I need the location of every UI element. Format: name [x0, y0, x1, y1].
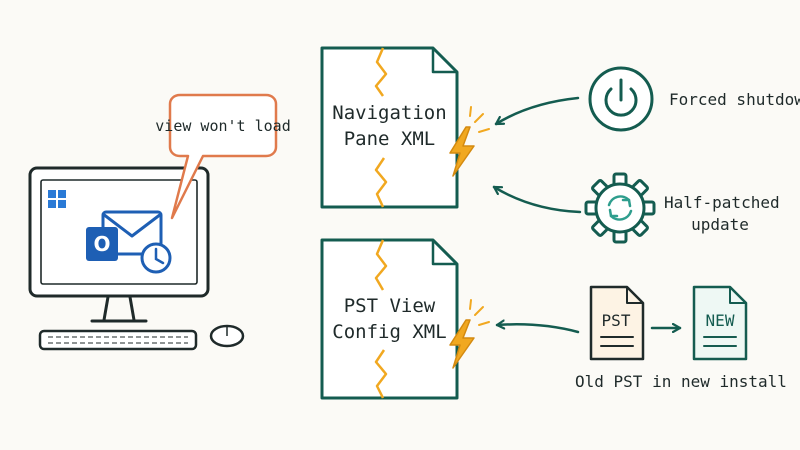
pst-view-crack-bottom — [374, 349, 388, 399]
old-pst-file-icon — [589, 285, 645, 361]
pst-view-xml-file — [320, 238, 459, 400]
computer-illustration: O — [28, 166, 245, 351]
nav-pane-xml-file — [320, 46, 459, 209]
arrow-half-patched-to-nav-pane — [492, 185, 582, 214]
new-install-file-icon — [692, 285, 748, 361]
outlook-app-icon: O — [86, 210, 163, 261]
old-pst-file-label: PST — [602, 311, 631, 330]
speech-bubble-text: view won't load — [155, 117, 290, 135]
pst-view-file-label: PST View Config XML — [322, 293, 457, 345]
monitor-stand — [90, 295, 148, 323]
new-install-file-label: NEW — [706, 311, 735, 330]
pst-view-lightning-icon — [449, 299, 490, 369]
half-patched-label: Half-patched update — [664, 192, 780, 236]
clock-icon — [140, 242, 172, 274]
mouse — [209, 324, 245, 348]
forced-shutdown-label: Forced shutdown — [669, 90, 800, 109]
pst-view-label-line1: PST View — [343, 295, 436, 317]
nav-pane-label-line2: Pane XML — [343, 128, 436, 150]
keyboard — [38, 329, 198, 351]
arrow-forced-shutdown-to-nav-pane — [494, 96, 580, 126]
old-pst-caption: Old PST in new install — [575, 372, 787, 391]
nav-pane-crack-bottom — [374, 157, 388, 208]
half-patched-label-line1: Half-patched — [664, 193, 780, 212]
power-icon — [588, 66, 654, 132]
outlook-icon-letter: O — [93, 232, 110, 256]
nav-pane-file-label: Navigation Pane XML — [322, 100, 457, 152]
half-patched-label-line2: update — [691, 215, 749, 234]
nav-pane-crack-top — [374, 47, 388, 97]
gear-update-icon — [584, 172, 656, 244]
pst-view-crack-top — [374, 239, 388, 291]
pst-view-label-line2: Config XML — [332, 321, 447, 343]
arrow-old-pst-to-pst-view — [495, 324, 580, 334]
nav-pane-label-line1: Navigation — [332, 102, 447, 124]
speech-bubble-shape — [168, 93, 278, 220]
windows-logo-icon — [48, 190, 66, 208]
nav-pane-lightning-icon — [449, 106, 490, 177]
